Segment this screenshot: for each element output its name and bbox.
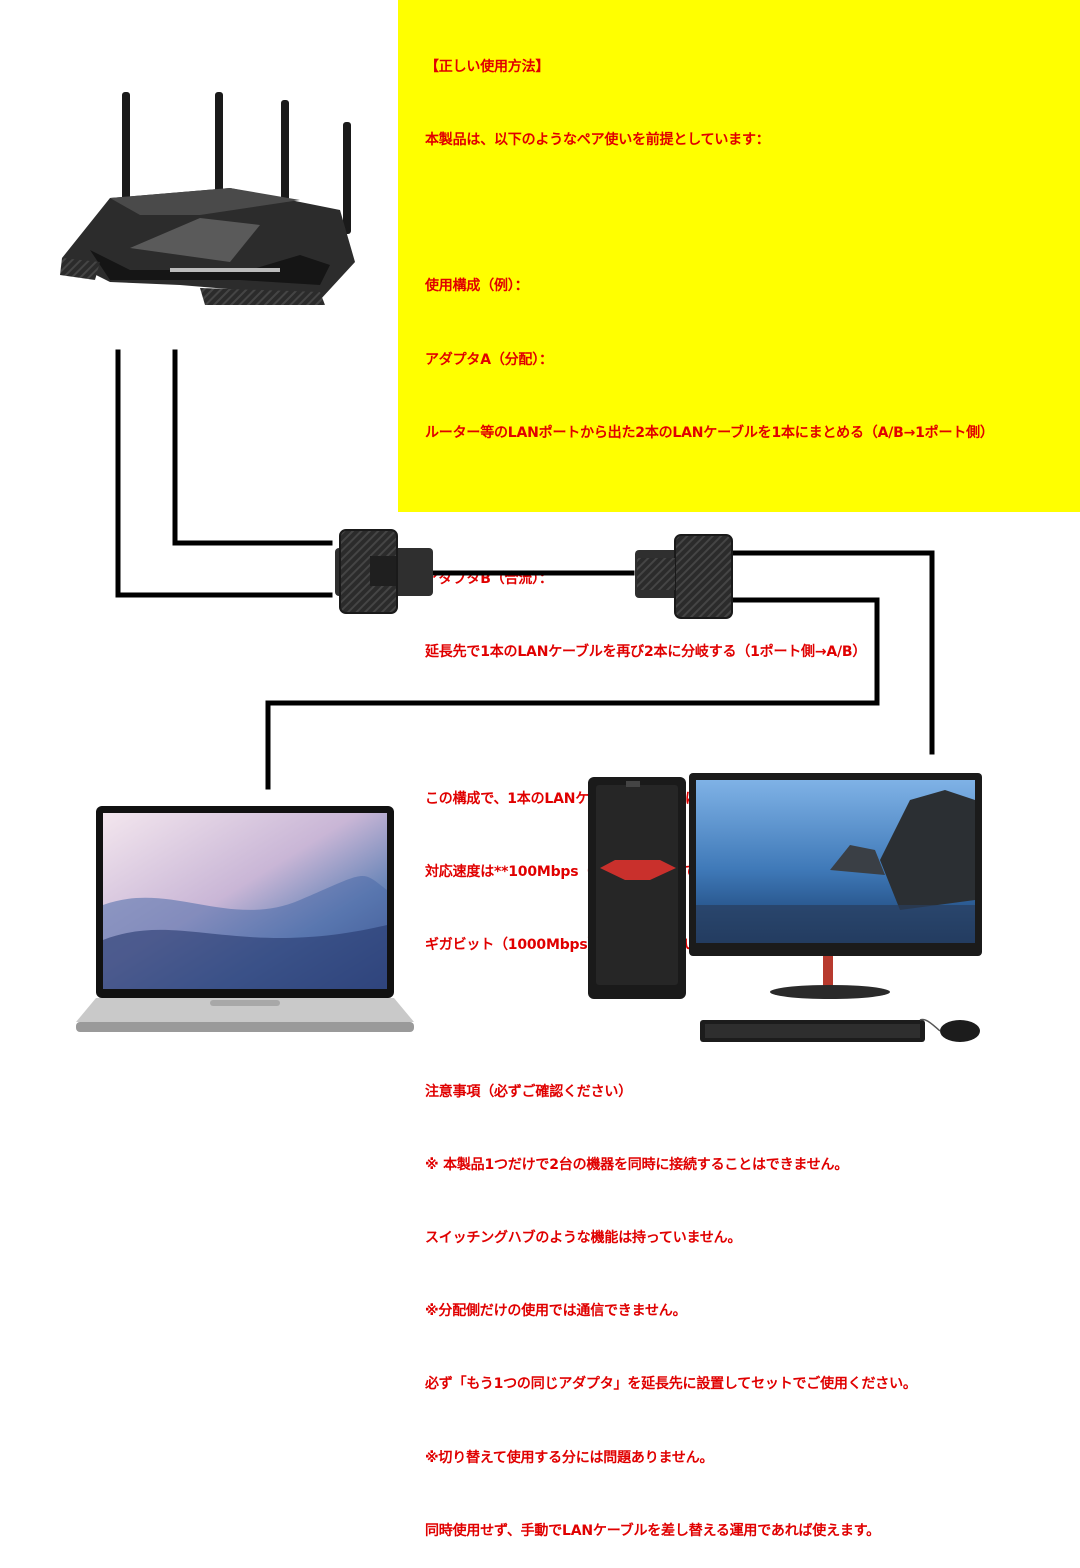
- splitter-adapter-a: [335, 529, 433, 614]
- usage-notice: 【正しい使用方法】 本製品は、以下のようなペア使いを前提としています： 使用構成…: [398, 0, 1080, 1539]
- notice-line: ※ 本製品1つだけで2台の機器を同時に接続することはできません。: [425, 1156, 849, 1173]
- cables: [115, 349, 935, 790]
- laptop-icon: [76, 806, 414, 1032]
- notice-line: 同時使用せず、手動でLANケーブルを差し替える運用であれば使えます。: [425, 1522, 880, 1539]
- cable-router-a: [172, 349, 333, 546]
- monitor-icon: [689, 773, 982, 999]
- notice-line: スイッチングハブのような機能は持っていません。: [425, 1230, 742, 1247]
- desktop-tower-icon: [588, 777, 686, 999]
- cable-to-laptop: [265, 597, 880, 790]
- notice-line: ※分配側だけの使用では通信できません。: [425, 1303, 687, 1320]
- notice-line: 本製品は、以下のようなペア使いを前提としています：: [425, 132, 770, 149]
- splitter-adapter-b: [635, 534, 733, 619]
- network-diagram: [60, 92, 982, 1042]
- cable-to-monitor: [730, 550, 935, 755]
- notice-line: 使用構成（例）：: [425, 278, 529, 295]
- keyboard-icon: [700, 1020, 925, 1042]
- notice-line: ルーター等のLANポートから出た2本のLANケーブルを1本にまとめる（A/B→1…: [425, 424, 994, 441]
- notice-line: ※切り替えて使用する分には問題ありません。: [425, 1449, 714, 1466]
- caution-heading: 注意事項（必ずご確認ください）: [425, 1083, 632, 1100]
- cable-router-b: [115, 349, 333, 598]
- router-icon: [60, 92, 355, 305]
- notice-line: 必ず「もう1つの同じアダプタ」を延長先に設置してセットでご使用ください。: [425, 1376, 917, 1393]
- notice-line: 延長先で1本のLANケーブルを再び2本に分岐する（1ポート側→A/B）: [425, 644, 867, 661]
- notice-title: 【正しい使用方法】: [425, 58, 550, 75]
- notice-line: アダプタA（分配）：: [425, 351, 553, 368]
- mouse-icon: [919, 1018, 980, 1042]
